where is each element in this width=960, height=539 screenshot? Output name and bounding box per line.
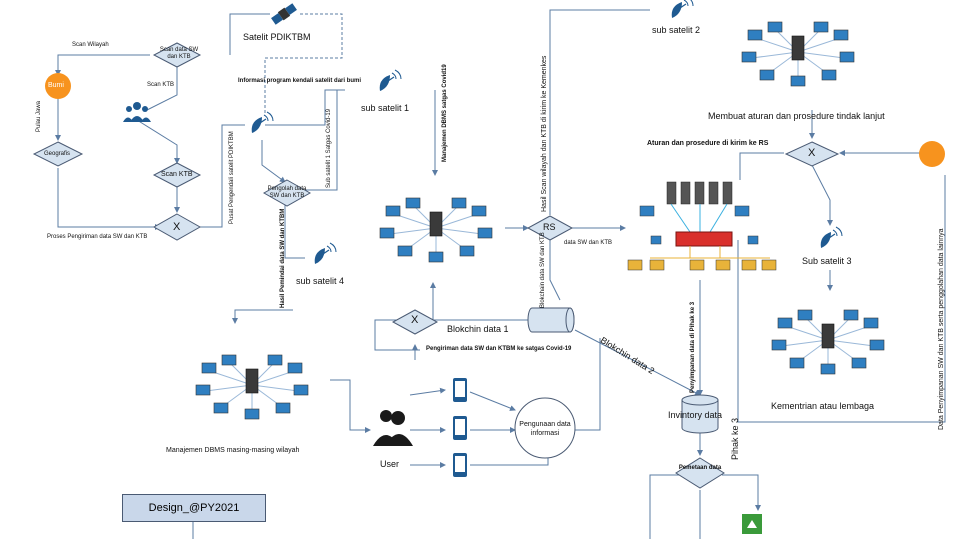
penggunaan-circle bbox=[514, 397, 576, 459]
pengolah-data-label: Pengolah data SW dan KTB bbox=[267, 186, 307, 199]
penggunaan-label: Pengunaan data informasi bbox=[519, 421, 571, 437]
pulau-jawa-label: Pulau Jawa bbox=[36, 100, 42, 132]
membuat-aturan-label: Membuat aturan dan prosedure tindak lanj… bbox=[708, 111, 885, 121]
smartphone-icon bbox=[453, 416, 467, 440]
user-label: User bbox=[380, 459, 400, 469]
sub-satelit-3-label: Sub satelit 3 bbox=[802, 256, 852, 266]
dish-antenna-icon bbox=[671, 0, 694, 19]
data-penyimpanan-vertical-label: Data Penyimpanan SW dan KTB serta penggo… bbox=[938, 228, 945, 430]
sub-satelit-1-label: sub satelit 1 bbox=[361, 103, 410, 113]
connector-lines bbox=[55, 9, 946, 539]
database-cylinder-icon bbox=[527, 307, 719, 434]
x-diamond-right bbox=[784, 141, 840, 167]
bumi-label: Bumi bbox=[48, 82, 64, 89]
network-cluster-icon bbox=[379, 197, 493, 263]
pemetaan-diamond bbox=[675, 457, 725, 489]
pemetaan-label: Pemetaan data bbox=[678, 465, 722, 471]
manajemen-dbms-wilayah-label: Manajemen DBMS masing-masing wilayah bbox=[166, 447, 300, 454]
smartphone-icon bbox=[453, 378, 467, 402]
geografis-label: Geografis bbox=[44, 151, 71, 157]
sub-satelit-2-label: sub satelit 2 bbox=[652, 25, 701, 35]
scan-data-diamond bbox=[152, 42, 202, 68]
inventory-label: Invintory data bbox=[668, 410, 723, 420]
dish-antenna-icon bbox=[314, 242, 337, 265]
dish-antenna-icon bbox=[251, 111, 274, 134]
smartphone-icon bbox=[453, 453, 467, 477]
x-label-center: X bbox=[411, 314, 419, 326]
sub-satelit-4-label: sub satelit 4 bbox=[296, 276, 345, 286]
network-cluster-icon bbox=[741, 21, 855, 87]
pihak-ke-3-label: Pihak ke 3 bbox=[730, 417, 740, 460]
geografis-diamond bbox=[32, 141, 84, 167]
sub-satelit-1-vertical-label: Sub satelit 1 Satgas Covid-19 bbox=[326, 108, 332, 188]
scan-wilayah-label: Scan Wilayah bbox=[72, 42, 109, 48]
scan-ktb-label: Scan KTB bbox=[161, 171, 193, 178]
x-diamond-center bbox=[391, 309, 439, 335]
green-shape-icon bbox=[742, 514, 762, 534]
pengiriman-satgas-label: Pengiriman data SW dan KTBM ke satgas Co… bbox=[426, 346, 572, 352]
dish-antenna-icon bbox=[820, 226, 843, 249]
pusat-pengendali-label: Pusat Pengendali satelit PDIKTBM bbox=[229, 131, 235, 224]
users-icon bbox=[123, 102, 151, 122]
scan-data-label: Scan data SW dan KTB bbox=[159, 47, 199, 60]
penyimpanan-vertical-label: Penyimpanan data di Pihak ke 3 bbox=[690, 301, 696, 393]
hasil-pemindai-label: Hasil Pemindai data SW dan KTBM bbox=[280, 208, 286, 308]
rs-diamond bbox=[526, 215, 574, 241]
end-circle bbox=[919, 141, 945, 167]
network-cluster-icon bbox=[195, 354, 309, 420]
server-rack-icon bbox=[627, 181, 777, 271]
design-credit-box: Design_@PY2021 bbox=[122, 494, 266, 522]
x-label-right: X bbox=[808, 147, 816, 159]
proses-pengiriman-label: Proses Pengiriman data SW dan KTB bbox=[47, 234, 148, 240]
bumi-circle bbox=[45, 73, 71, 99]
satelit-label: Satelit PDIKTBM bbox=[243, 32, 311, 42]
hasil-scan-vertical-label: Hasil Scan wilayah dan KTB di kirim ke K… bbox=[541, 55, 548, 212]
manajemen-dbms-vertical-label: Manajemen DBMS satgas Covid19 bbox=[442, 64, 448, 162]
scan-ktb-diamond bbox=[152, 162, 202, 188]
x-diamond-left bbox=[152, 213, 202, 241]
user-icon bbox=[373, 410, 413, 446]
dish-antenna-icon bbox=[379, 69, 402, 92]
pengolah-diamond bbox=[262, 179, 312, 207]
scan-ktb-small-label: Scan KTB bbox=[147, 82, 175, 88]
informasi-program-label: Informasi program kendali satelit dari b… bbox=[238, 78, 362, 84]
aturan-dikirim-label: Aturan dan prosedure di kirim ke RS bbox=[647, 140, 769, 147]
data-sw-ktb-label: data SW dan KTB bbox=[564, 240, 613, 246]
kementrian-label: Kementrian atau lembaga bbox=[771, 401, 875, 411]
network-cluster-icon bbox=[771, 309, 885, 375]
satellite-icon bbox=[271, 3, 297, 25]
x-label-left: X bbox=[173, 221, 181, 233]
blockchain-1-label: Blokchin data 1 bbox=[447, 324, 509, 334]
blockchain-small-vertical-label: Blokchain data SW dan KTB bbox=[540, 232, 546, 308]
rs-label: RS bbox=[543, 222, 556, 232]
